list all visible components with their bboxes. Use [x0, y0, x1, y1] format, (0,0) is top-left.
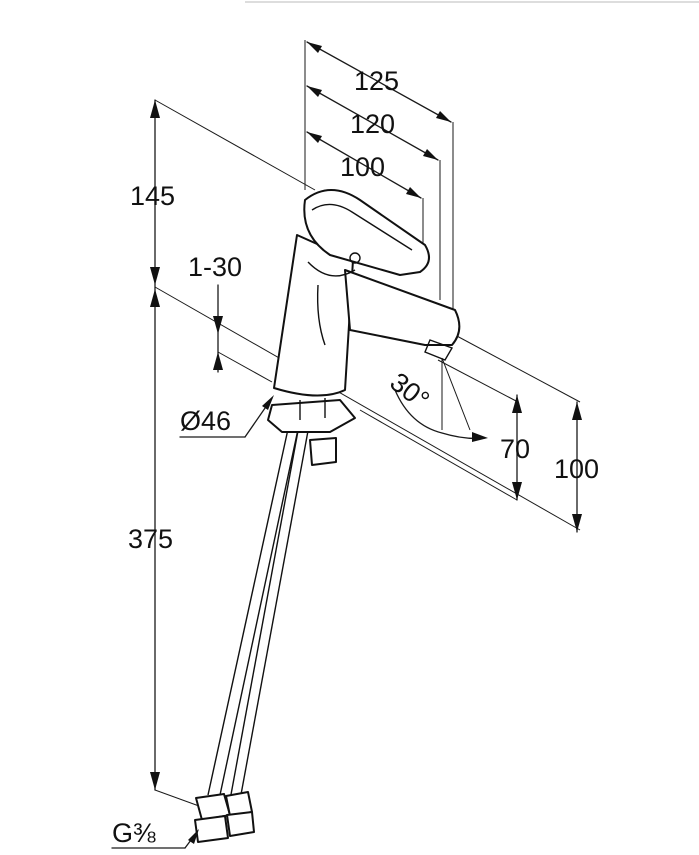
dim-height-above-deck: 145 [130, 181, 175, 211]
dim-lever-reach: 100 [340, 152, 385, 182]
dim-overall-reach: 125 [354, 66, 399, 96]
base-diameter-leader [179, 395, 274, 438]
dim-spout-height: 70 [500, 434, 530, 464]
hose-connectors [194, 791, 255, 843]
dim-connection-thread: G⅜ [112, 818, 156, 848]
swivel-angle-dimension [394, 357, 488, 442]
dim-spout-reach: 120 [350, 109, 395, 139]
dim-base-diameter: Ø46 [180, 406, 231, 436]
faucet-body [207, 189, 461, 801]
dim-tail-length: 375 [128, 524, 173, 554]
dim-deck-thickness: 1-30 [188, 252, 242, 282]
dim-swivel-angle: 30° [384, 367, 435, 416]
reach-dimensions [304, 40, 454, 340]
deck-thickness-dimension [213, 284, 273, 383]
outlet-height-dimensions [359, 334, 582, 533]
thread-leader [111, 829, 199, 849]
dim-outlet-height: 100 [554, 454, 599, 484]
